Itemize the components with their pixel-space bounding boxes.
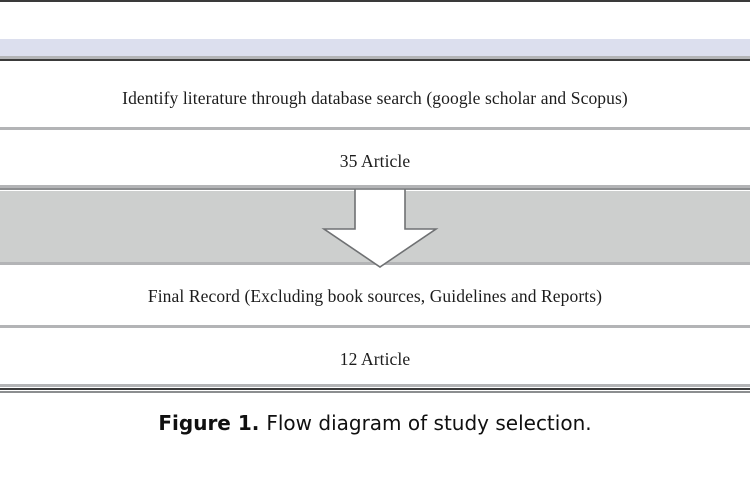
step-final-record-divider — [0, 325, 750, 328]
connector-top-rule-mid — [0, 188, 750, 190]
header-lavender-band — [0, 39, 750, 56]
step-identify-count: 35 Article — [339, 150, 411, 171]
figure-caption-text: Flow diagram of study selection. — [266, 411, 592, 435]
caption-rule-dark — [0, 388, 750, 390]
figure-caption-label: Figure 1. — [158, 411, 260, 435]
figure-caption: Figure 1. Flow diagram of study selectio… — [0, 394, 750, 452]
caption-rule-light — [0, 384, 750, 387]
connector-top-rule-light — [0, 185, 750, 188]
header-band-rule-light — [0, 56, 750, 59]
connector-gray-band — [0, 191, 750, 262]
step-final-record-text: Final Record (Excluding book sources, Gu… — [147, 285, 603, 306]
caption-rule-mid — [0, 391, 750, 393]
step-final-record-count: 12 Article — [339, 348, 411, 369]
connector-bottom-rule — [0, 262, 750, 265]
top-border-rule — [0, 0, 750, 2]
step-identify-text: Identify literature through database sea… — [122, 87, 628, 108]
step-identify-divider — [0, 127, 750, 130]
header-band-rule-dark — [0, 59, 750, 61]
